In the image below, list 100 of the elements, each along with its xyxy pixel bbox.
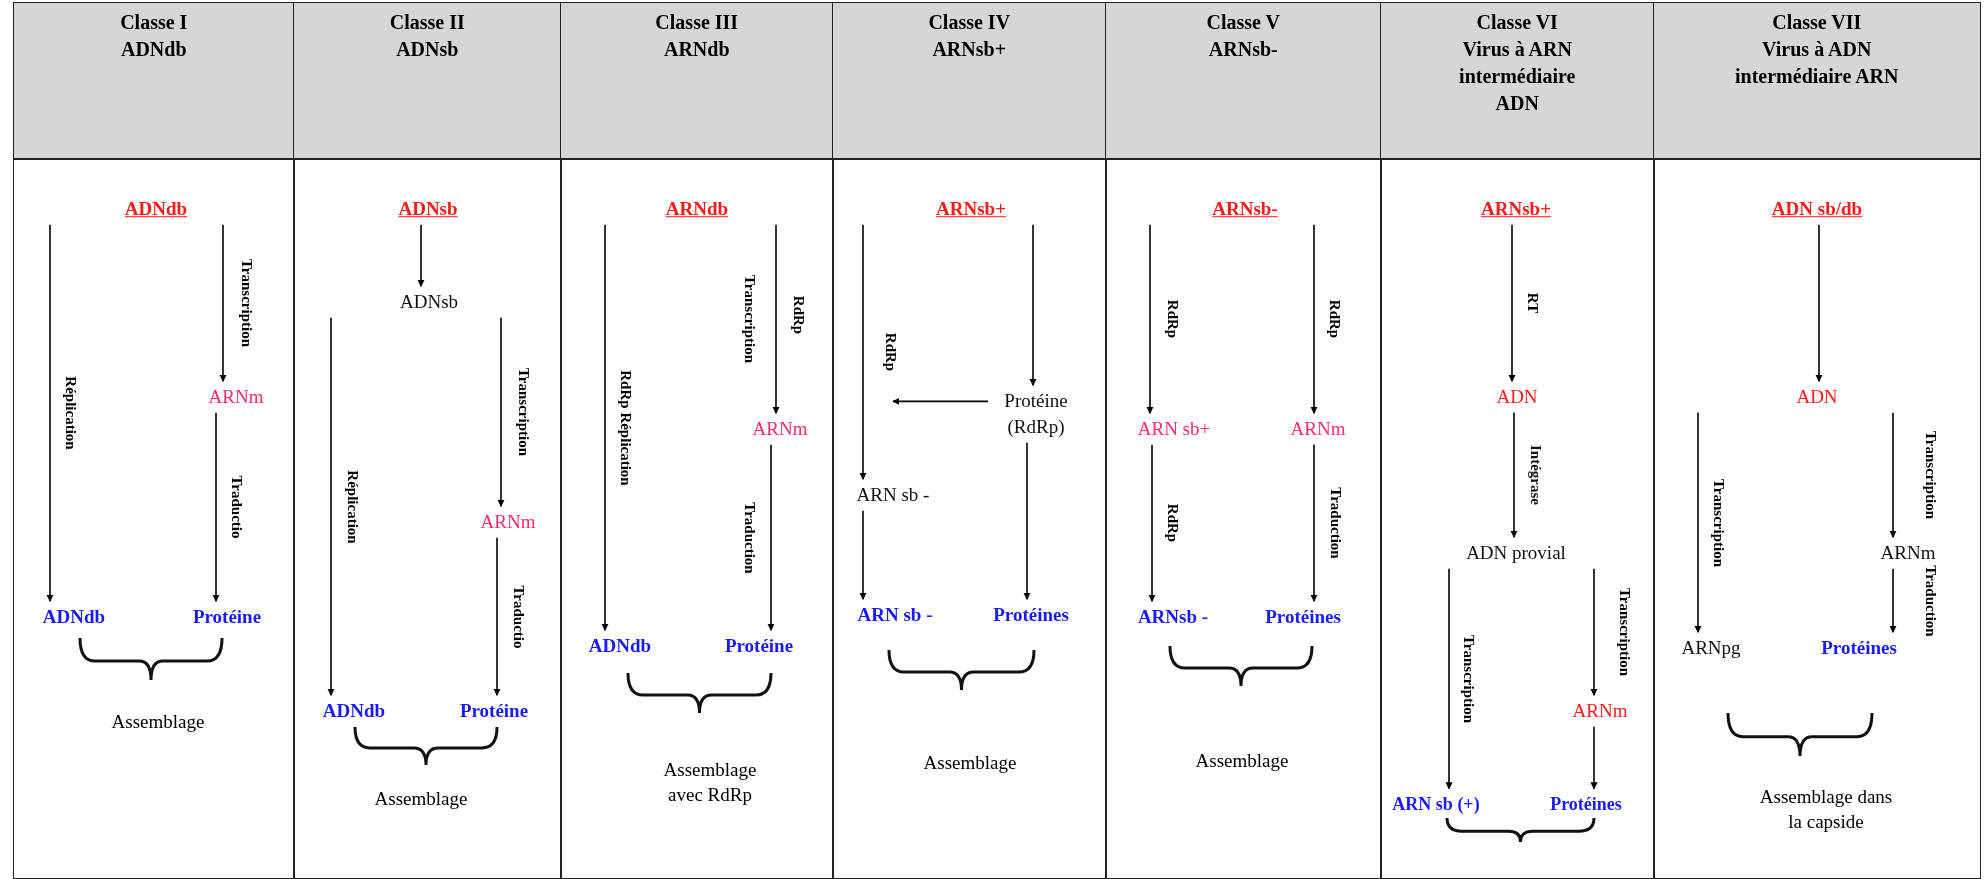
enzyme-label: RdRp [789, 295, 807, 335]
class-heading: Classe VI [1476, 10, 1558, 35]
table-cell [832, 158, 1107, 879]
genome-type-text: ARNsb- [1208, 37, 1278, 62]
table-cell [293, 158, 562, 879]
arrow [327, 317, 335, 696]
header-cell [13, 2, 295, 160]
edge-label: RdRp Réplication [616, 369, 634, 486]
edge-label: Traductio [509, 584, 527, 649]
assembly-note: Assemblage [923, 750, 1017, 775]
arrow [1590, 568, 1598, 696]
edge-label: Transcription [1459, 634, 1477, 723]
product-label: ADNdb [588, 633, 652, 659]
arrow [1510, 412, 1518, 538]
table-cell [1653, 158, 1981, 879]
genome-label: ADNsb [398, 196, 458, 222]
edge-label: RdRp [1163, 503, 1181, 543]
table-cell [1380, 158, 1655, 879]
arrow [1508, 224, 1516, 382]
genome-type-text: ARNsb+ [932, 37, 1007, 62]
arrow [859, 510, 867, 600]
genome-label: ADN sb/db [1771, 196, 1863, 222]
edge-label: Transcription [237, 258, 255, 348]
product-label: Protéines [1265, 604, 1341, 630]
genome-type-text: ADNsb [396, 37, 459, 62]
arrow [497, 317, 505, 507]
genome-type-text: Virus à ARN intermédiaire ADN [1458, 37, 1577, 116]
edge-label: RT [1523, 292, 1541, 314]
edge-label: Réplication [61, 376, 79, 450]
mrna-label: ARNm [752, 416, 808, 442]
arrow [767, 444, 775, 631]
arrow [1310, 224, 1318, 414]
mrna-label: ARNm [208, 384, 264, 410]
assembly-note: Assemblage [111, 709, 205, 734]
class-heading: Classe II [389, 10, 465, 35]
header-cell [1653, 2, 1981, 160]
intermediate-label: ADN [1796, 384, 1838, 410]
product-label: ADNdb [42, 604, 106, 630]
product-label: Protéine [459, 698, 529, 724]
edge-label: Traductio [227, 475, 245, 539]
product-label: Protéines [1821, 635, 1897, 661]
assembly-note: Assemblage dans la capside [1758, 785, 1894, 834]
arrow [859, 224, 867, 480]
arrow [1694, 412, 1702, 633]
genome-label: ARNsb+ [936, 196, 1006, 222]
mrna-label: ARNm [1290, 416, 1346, 442]
arrow [1029, 224, 1037, 387]
class-heading: Classe V [1206, 10, 1280, 35]
intermediate-label: Protéine (RdRp) [991, 388, 1081, 440]
table-cell [1105, 158, 1382, 879]
product-label: ARNsb - [1137, 604, 1209, 630]
header-cell [1380, 2, 1655, 160]
genome-label: ARNsb- [1212, 196, 1278, 222]
edge-label: Transcription [740, 274, 758, 364]
class-heading: Classe III [655, 10, 739, 35]
genome-type-text: ARNdb [663, 37, 730, 62]
edge-label: Transcription [1921, 430, 1939, 520]
class-heading: Classe I [120, 10, 188, 35]
header-cell [1105, 2, 1382, 160]
arrow [212, 412, 220, 602]
edge-label: Réplication [343, 469, 361, 544]
edge-label: Traduction [1921, 564, 1939, 637]
arrow [219, 224, 227, 382]
edge-label: Intégrase [1526, 445, 1544, 505]
product-label: Protéines [993, 602, 1069, 628]
arrow [417, 224, 425, 287]
arrow [1310, 444, 1318, 602]
intermediate-label: ARN sb - [856, 482, 930, 508]
arrow [1445, 568, 1453, 790]
edge-label: RdRp [881, 332, 899, 372]
arrow [1815, 224, 1823, 382]
header-cell [560, 2, 834, 160]
genome-type-text: ADNdb [120, 37, 187, 62]
intermediate-label: ADN [1496, 384, 1538, 410]
edge-label: RdRp [1325, 299, 1343, 339]
genome-type-text: Virus à ADN intermédiaire ARN [1734, 37, 1900, 89]
arrow [1889, 412, 1897, 538]
edge-label: RdRp [1163, 299, 1181, 339]
product-label: ARN sb (+) [1392, 791, 1480, 817]
arrow [493, 537, 501, 696]
arrow [46, 224, 54, 602]
table-cell [560, 158, 834, 879]
arrow [892, 397, 989, 405]
arrow [1023, 441, 1031, 600]
mrna-label: ARN sb+ [1137, 416, 1211, 442]
intermediate-label: ARNm [1572, 698, 1628, 724]
product-label: ARN sb - [857, 602, 933, 628]
product-label: Protéine [724, 633, 794, 659]
edge-label: Traduction [740, 501, 758, 574]
product-label: ADNdb [322, 698, 386, 724]
product-label: Protéines [1550, 791, 1622, 817]
edge-label: Transcription [1615, 587, 1633, 677]
genome-label: ARNdb [665, 196, 729, 222]
arrow [1590, 726, 1598, 790]
assembly-note: Assemblage [1195, 748, 1289, 773]
intermediate-label: ARNpg [1681, 635, 1741, 661]
header-cell [293, 2, 562, 160]
assembly-note: Assemblage [374, 786, 468, 811]
assembly-note: Assemblage avec RdRp [662, 758, 758, 807]
class-heading: Classe VII [1772, 10, 1862, 35]
